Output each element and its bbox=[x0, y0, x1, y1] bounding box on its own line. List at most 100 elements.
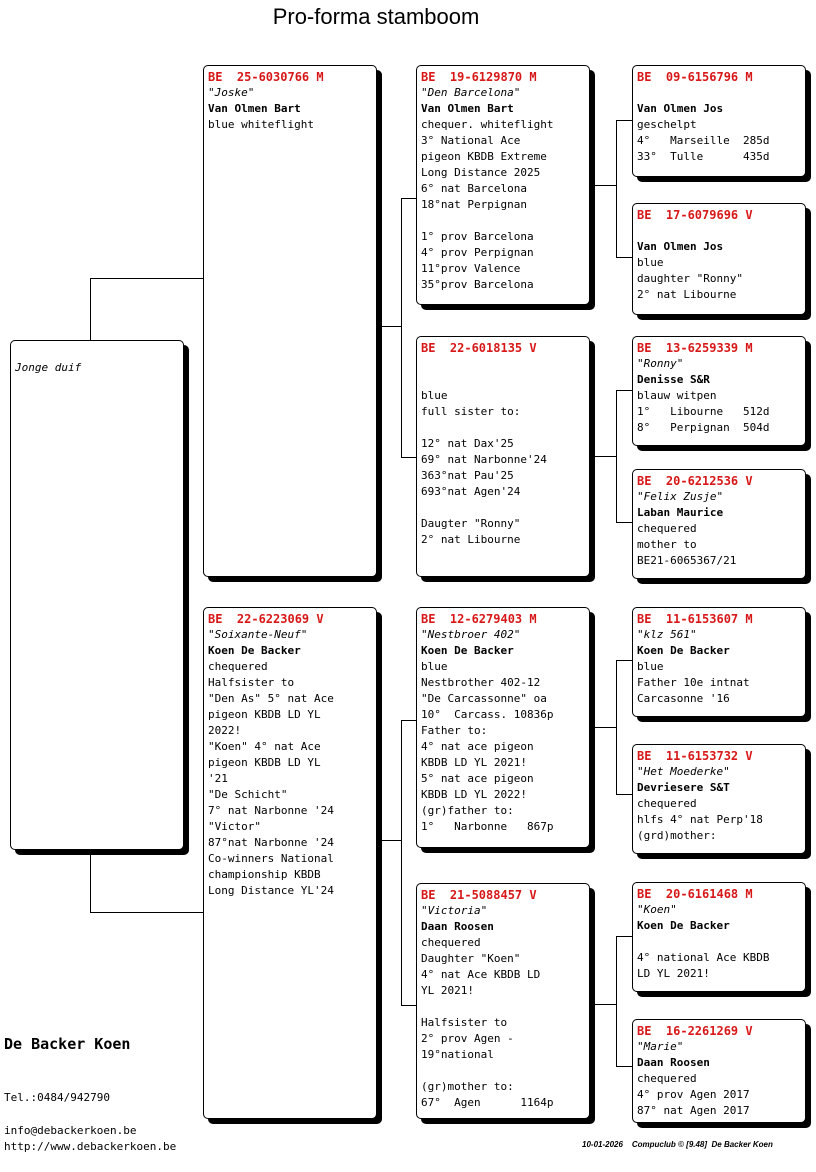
pigeon-name: "Victoria" bbox=[421, 904, 488, 917]
connector-line bbox=[90, 278, 204, 279]
pigeon-name bbox=[637, 223, 801, 239]
detail-line: 4° prov Perpignan bbox=[421, 246, 534, 259]
owner-name: Koen De Backer bbox=[421, 644, 514, 657]
owner-name: Daan Roosen bbox=[637, 1056, 710, 1069]
detail-line: 11°prov Valence bbox=[421, 262, 521, 275]
breeder-email[interactable]: info@debackerkoen.be bbox=[4, 1124, 137, 1137]
sire-sire-card: BE 19-6129870 M "Den Barcelona" Van Olme… bbox=[416, 65, 590, 305]
detail-line: championship KBDB bbox=[208, 868, 321, 881]
pigeon-name: "Ronny" bbox=[637, 357, 684, 370]
pigeon-name: "klz 561" bbox=[637, 628, 697, 641]
connector-line bbox=[401, 720, 402, 1006]
connector-line bbox=[90, 912, 204, 913]
detail-line: chequer. whiteflight bbox=[421, 118, 554, 131]
detail-line: Carcasonne '16 bbox=[637, 692, 730, 705]
detail-line: '21 bbox=[208, 772, 228, 785]
pigeon-name: "Soixante-Neuf" bbox=[208, 628, 308, 641]
connector-line bbox=[376, 840, 402, 841]
detail-line: 87°nat Narbonne '24 bbox=[208, 836, 334, 849]
detail-line: hlfs 4° nat Perp'18 bbox=[637, 813, 763, 826]
detail-line: full sister to: bbox=[421, 405, 521, 418]
detail-line: LD YL 2021! bbox=[637, 967, 710, 980]
connector-line bbox=[616, 1066, 633, 1067]
detail-line: chequered bbox=[421, 936, 481, 949]
detail-line bbox=[637, 934, 801, 950]
detail-line: 87° nat Agen 2017 bbox=[637, 1104, 750, 1117]
connector-line bbox=[589, 727, 617, 728]
owner-name: Van Olmen Bart bbox=[208, 102, 301, 115]
detail-line: blue bbox=[421, 389, 448, 402]
detail-line: 4° prov Agen 2017 bbox=[637, 1088, 750, 1101]
ring-number: BE 25-6030766 M bbox=[208, 70, 324, 84]
owner-name bbox=[421, 372, 585, 388]
breeder-website[interactable]: http://www.debackerkoen.be bbox=[4, 1140, 177, 1153]
detail-line: "De Schicht" bbox=[208, 788, 288, 801]
detail-line: Long Distance YL'24 bbox=[208, 884, 334, 897]
detail-line: geschelpt bbox=[637, 118, 697, 131]
ring-number: BE 12-6279403 M bbox=[421, 612, 537, 626]
detail-line: chequered bbox=[208, 660, 268, 673]
connector-line bbox=[616, 522, 633, 523]
detail-line: 693°nat Agen'24 bbox=[421, 485, 521, 498]
ring-number: BE 16-2261269 V bbox=[637, 1024, 753, 1038]
detail-line: Co-winners National bbox=[208, 852, 334, 865]
detail-line: 6° nat Barcelona bbox=[421, 182, 527, 195]
subject-label: Jonge duif bbox=[15, 361, 82, 374]
connector-line bbox=[616, 120, 633, 121]
connector-line bbox=[616, 660, 633, 661]
detail-line: 3° National Ace bbox=[421, 134, 521, 147]
connector-line bbox=[616, 936, 633, 937]
dam-card: BE 22-6223069 V "Soixante-Neuf" Koen De … bbox=[203, 607, 377, 1119]
detail-line: blue whiteflight bbox=[208, 118, 314, 131]
connector-line bbox=[616, 390, 633, 391]
detail-line: 33° Tulle 435d bbox=[637, 150, 770, 163]
pigeon-name: "Het Moederke" bbox=[637, 765, 730, 778]
detail-line: blue bbox=[421, 660, 448, 673]
connector-line bbox=[616, 794, 633, 795]
owner-name: Daan Roosen bbox=[421, 920, 494, 933]
detail-line: 69° nat Narbonne'24 bbox=[421, 453, 547, 466]
connector-line bbox=[401, 198, 402, 458]
detail-line: pigeon KBDB Extreme bbox=[421, 150, 547, 163]
subject-card: Jonge duif bbox=[10, 340, 184, 850]
owner-name: Koen De Backer bbox=[637, 644, 730, 657]
detail-line: "Den As" 5° nat Ace bbox=[208, 692, 334, 705]
detail-line: pigeon KBDB LD YL bbox=[208, 756, 321, 769]
detail-line: 1° prov Barcelona bbox=[421, 230, 534, 243]
detail-line bbox=[421, 500, 585, 516]
footer-date: 10-01-2026 bbox=[582, 1140, 623, 1149]
connector-line bbox=[589, 185, 617, 186]
detail-line: 4° Marseille 285d bbox=[637, 134, 770, 147]
footer-software: Compuclub © [9.48] bbox=[631, 1140, 708, 1149]
owner-name: Van Olmen Bart bbox=[421, 102, 514, 115]
detail-line bbox=[421, 420, 585, 436]
breeder-name: De Backer Koen bbox=[4, 1035, 131, 1053]
pigeon-name bbox=[637, 85, 801, 101]
ring-number: BE 11-6153732 V bbox=[637, 749, 753, 763]
ring-number: BE 21-5088457 V bbox=[421, 888, 537, 902]
connector-line bbox=[616, 120, 617, 258]
dam-sire-dam-card: BE 11-6153732 V "Het Moederke" Devrieser… bbox=[632, 744, 806, 854]
detail-line: Halfsister to bbox=[421, 1016, 508, 1029]
owner-name: Van Olmen Jos bbox=[637, 102, 724, 115]
detail-line: blue bbox=[637, 256, 664, 269]
detail-line: BE21-6065367/21 bbox=[637, 554, 737, 567]
dam-dam-sire-card: BE 20-6161468 M "Koen" Koen De Backer 4°… bbox=[632, 882, 806, 992]
detail-line: (grd)mother: bbox=[637, 829, 717, 842]
sire-dam-dam-card: BE 20-6212536 V "Felix Zusje" Laban Maur… bbox=[632, 469, 806, 579]
sire-sire-sire-card: BE 09-6156796 M Van Olmen Jos geschelpt … bbox=[632, 65, 806, 177]
detail-line: chequered bbox=[637, 522, 697, 535]
detail-line: 18°nat Perpignan bbox=[421, 198, 527, 211]
detail-line: 19°national bbox=[421, 1048, 494, 1061]
breeder-phone: Tel.:0484/942790 bbox=[4, 1091, 110, 1104]
detail-line: 2° nat Libourne bbox=[637, 288, 737, 301]
detail-line: 2° prov Agen - bbox=[421, 1032, 514, 1045]
detail-line: YL 2021! bbox=[421, 984, 474, 997]
dam-dam-card: BE 21-5088457 V "Victoria" Daan Roosen c… bbox=[416, 883, 590, 1119]
dam-sire-sire-card: BE 11-6153607 M "klz 561" Koen De Backer… bbox=[632, 607, 806, 717]
detail-line: (gr)father to: bbox=[421, 804, 514, 817]
detail-line: 10° Carcass. 10836p bbox=[421, 708, 554, 721]
connector-line bbox=[589, 456, 617, 457]
pigeon-name: "Koen" bbox=[637, 903, 677, 916]
detail-line: 2° nat Libourne bbox=[421, 533, 521, 546]
